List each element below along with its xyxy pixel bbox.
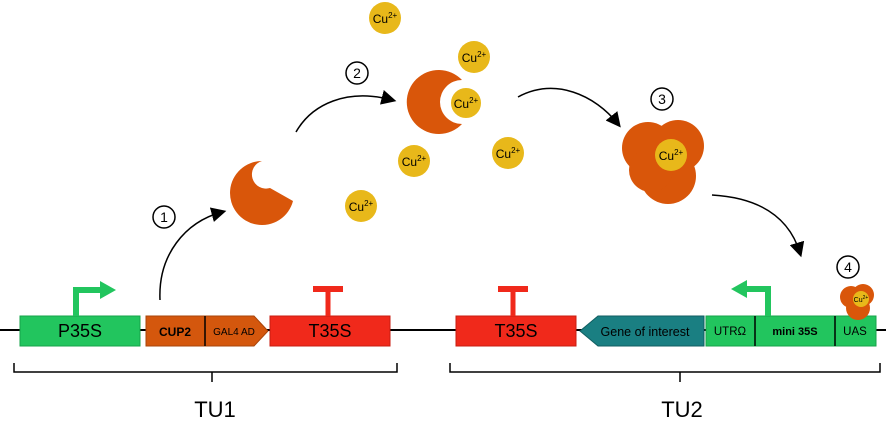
- svg-text:4: 4: [844, 259, 852, 275]
- svg-text:Cu2+: Cu2+: [659, 148, 684, 163]
- svg-text:Cu2+: Cu2+: [402, 154, 427, 169]
- copper-ion-3: Cu2+: [398, 145, 430, 177]
- cup2-protein-free: [230, 161, 293, 225]
- copper-ion-4: Cu2+: [492, 137, 524, 169]
- uas-label: UAS: [843, 326, 867, 338]
- p35s-transcription-arrow-icon: [73, 281, 116, 316]
- arrow-step-1: [159, 207, 227, 301]
- svg-text:3: 3: [658, 91, 666, 107]
- tu1-label: TU1: [194, 397, 236, 422]
- svg-text:Cu2+: Cu2+: [854, 295, 869, 304]
- cup2-gal4-cds-box: [145, 315, 269, 347]
- arrow-step-2: [295, 90, 397, 133]
- tu1-construct: P35S CUP2 GAL4 AD T35S TU1: [13, 281, 398, 422]
- p35s-promoter-box: [19, 315, 141, 347]
- gal4-ad-label: GAL4 AD: [213, 327, 255, 338]
- gene-of-interest-box: [579, 315, 705, 347]
- gene-of-interest-label: Gene of interest: [601, 325, 690, 339]
- mini-35s-label: mini 35S: [772, 326, 817, 338]
- svg-text:Cu2+: Cu2+: [496, 146, 521, 161]
- tu2-t35s-terminator-box: [455, 315, 577, 347]
- copper-ion-bound-uas: Cu2+: [853, 291, 869, 307]
- tu2-label: TU2: [661, 397, 703, 422]
- svg-text:2: 2: [353, 65, 361, 81]
- cup2-label: CUP2: [159, 325, 191, 339]
- step-4-badge: 4: [836, 255, 860, 279]
- utr-mini35s-uas-box: [705, 315, 877, 347]
- copper-ion-5: Cu2+: [345, 190, 377, 222]
- tu1-t35s-terminator-box: [269, 315, 391, 347]
- step-1-badge: 1: [152, 205, 176, 229]
- step-3-badge: 3: [650, 87, 674, 111]
- copper-ion-bound-step2: Cu2+: [449, 86, 483, 120]
- tu1-bracket: [13, 363, 398, 373]
- step-2-badge: 2: [345, 61, 369, 85]
- svg-text:Cu2+: Cu2+: [373, 11, 398, 26]
- svg-text:Cu2+: Cu2+: [462, 50, 487, 65]
- tu1-t35s-label: T35S: [308, 321, 351, 341]
- mini35s-transcription-arrow-icon: [731, 280, 771, 316]
- svg-text:1: 1: [160, 209, 168, 225]
- svg-text:Cu2+: Cu2+: [349, 199, 374, 214]
- tu2-bracket: [449, 363, 881, 373]
- arrow-step-4: [711, 194, 805, 258]
- copper-ion-1: Cu2+: [369, 2, 401, 34]
- copper-ion-bound-step3: Cu2+: [655, 139, 687, 171]
- copper-ion-2: Cu2+: [458, 41, 490, 73]
- utr-label: UTRΩ: [714, 326, 747, 338]
- tu2-terminator-t-icon: [498, 286, 528, 316]
- tu1-terminator-t-icon: [313, 286, 343, 316]
- tu2-construct: T35S Gene of interest UTRΩ mini 35S UAS …: [449, 280, 881, 422]
- arrow-step-3: [517, 87, 621, 128]
- cup2-protein-binding: [406, 70, 462, 134]
- tu2-t35s-label: T35S: [494, 321, 537, 341]
- svg-text:Cu2+: Cu2+: [454, 96, 479, 111]
- p35s-label: P35S: [58, 321, 102, 341]
